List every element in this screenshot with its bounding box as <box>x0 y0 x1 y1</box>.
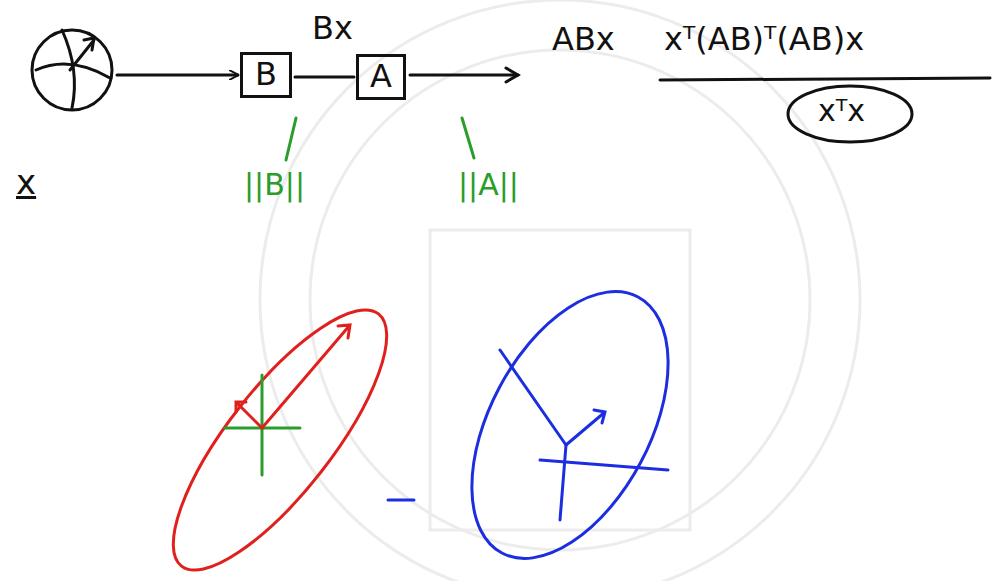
leader-line <box>286 118 296 160</box>
axes-cross <box>225 375 300 475</box>
fraction-numerator: xᵀ(AB)ᵀ(AB)x <box>664 22 864 57</box>
signal-label: Bx <box>312 11 353 46</box>
output-arrowhead <box>506 68 518 82</box>
matrix-name: A <box>370 59 392 94</box>
fraction-bar <box>660 78 990 80</box>
output-vector <box>566 410 605 445</box>
output-ellipse <box>431 259 708 581</box>
input-ellipse <box>141 282 420 581</box>
radius-arrowhead <box>84 38 94 50</box>
circle-outline <box>30 28 114 112</box>
matrix-box: A <box>356 54 406 100</box>
output-vector <box>500 350 566 445</box>
norm-label: ||A|| <box>458 168 519 201</box>
watermark-seal <box>260 0 860 581</box>
leader-line <box>462 118 474 158</box>
output-signal: ABx <box>552 22 615 57</box>
output-axis <box>560 445 566 520</box>
circled-denominator <box>788 86 912 142</box>
fraction-denominator: xᵀx <box>818 94 865 127</box>
signal-line <box>117 74 238 77</box>
major-axis-vector <box>262 325 350 428</box>
output-axis <box>540 460 668 470</box>
matrix-box: B <box>240 52 292 98</box>
output-arrow <box>410 74 518 77</box>
vector-label: x <box>16 164 36 201</box>
matrix-name: B <box>255 57 277 92</box>
signal-line <box>295 76 354 79</box>
map-stroke <box>388 499 414 502</box>
unit-sphere: x <box>30 28 114 112</box>
minor-axis-vector <box>236 402 262 428</box>
norm-label: ||B|| <box>244 168 305 201</box>
radius-vector <box>70 40 94 70</box>
